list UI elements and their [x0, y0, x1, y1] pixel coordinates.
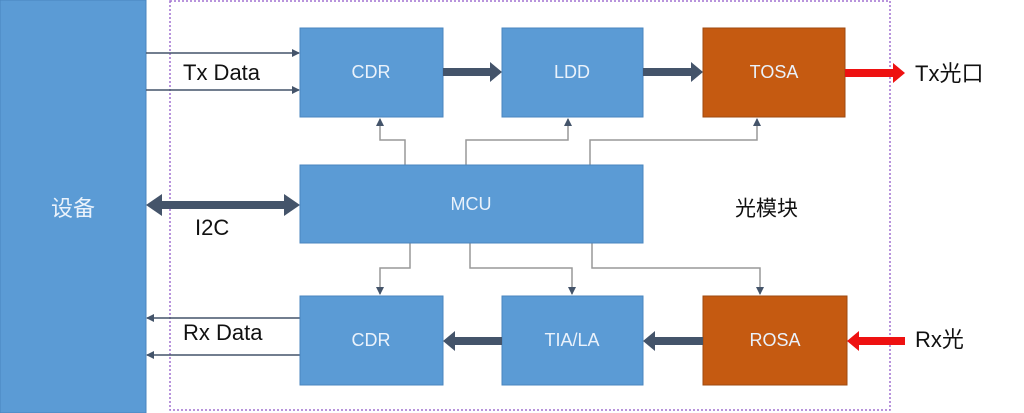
rosa-to-tia-arrow: [643, 331, 703, 351]
device-block: [0, 0, 147, 413]
mcu-block: [299, 164, 644, 244]
cdr-to-ldd-arrow: [443, 62, 502, 82]
mcu-label: MCU: [451, 194, 492, 214]
mcu-control-lines: [376, 118, 764, 295]
module-label: 光模块: [735, 198, 798, 221]
cdr-rx-label: CDR: [352, 330, 391, 350]
rosa-block: [702, 295, 848, 386]
tia-la-block: [501, 295, 644, 386]
cdr-tx-label: CDR: [352, 62, 391, 82]
data-path-arrows: [443, 62, 703, 351]
tx-data-label: Tx Data: [183, 60, 261, 85]
rx-data-label: Rx Data: [183, 320, 263, 345]
cdr-rx-block: [299, 295, 444, 386]
device-label: 设备: [51, 196, 95, 221]
tosa-label: TOSA: [750, 62, 799, 82]
ldd-label: LDD: [554, 62, 590, 82]
tx-optical-arrow: [845, 63, 905, 83]
tia-to-cdr-arrow: [443, 331, 502, 351]
tx-optical-label: Tx光口: [915, 61, 983, 86]
ldd-to-tosa-arrow: [643, 62, 703, 82]
cdr-tx-block: [299, 27, 444, 118]
ldd-block: [501, 27, 644, 118]
i2c-label: I2C: [195, 215, 229, 240]
tia-la-label: TIA/LA: [544, 330, 599, 350]
rosa-label: ROSA: [749, 330, 800, 350]
rx-optical-arrow: [847, 331, 905, 351]
i2c-bus-arrow: [146, 194, 300, 216]
tosa-block: [702, 27, 846, 118]
rx-optical-label: Rx光: [915, 327, 964, 352]
